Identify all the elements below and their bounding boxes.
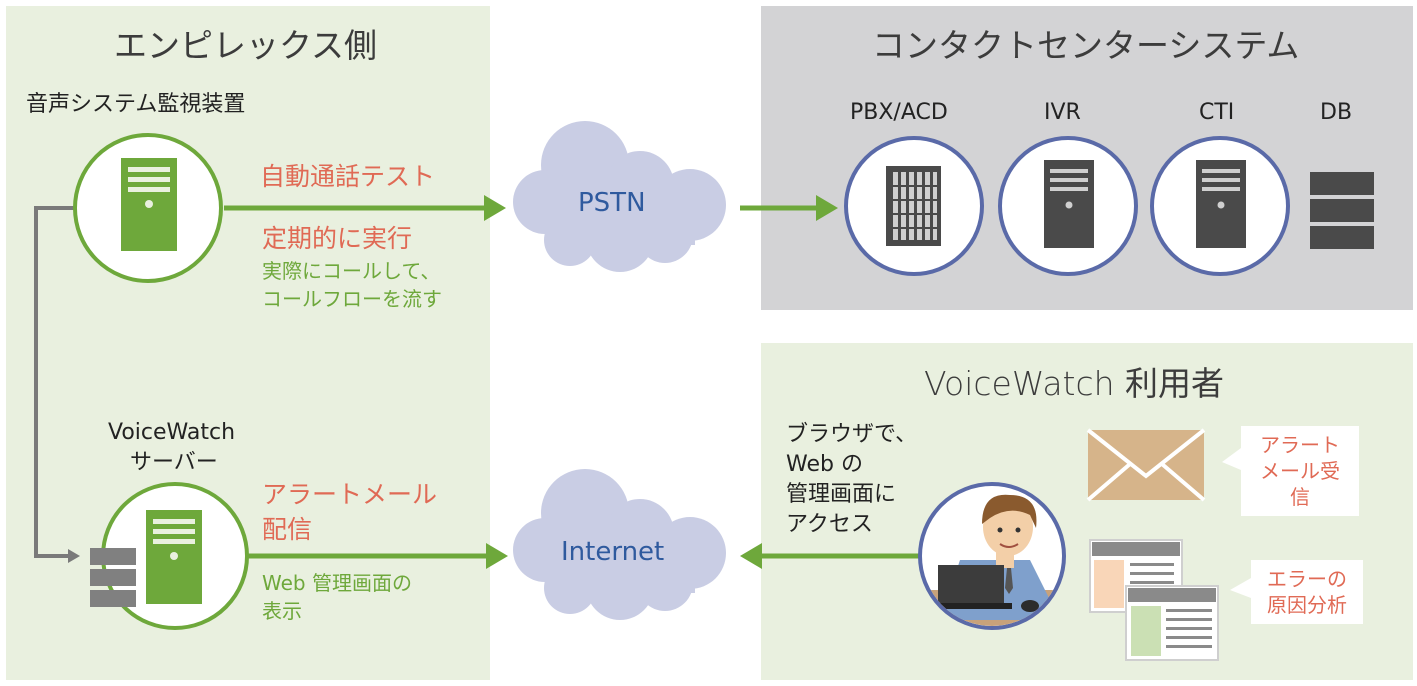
alert-receive-line1: アラート	[1260, 433, 1340, 457]
cti-server-icon	[1150, 136, 1290, 276]
error-analysis-line1: エラーの	[1267, 567, 1347, 591]
web-screen-icon	[1089, 539, 1219, 661]
call-desc-line2: コールフローを流す	[262, 287, 442, 311]
alert-mail-line1: アラートメール	[262, 480, 438, 509]
user-panel-title: VoiceWatch 利用者	[924, 364, 1225, 403]
pstn-cloud-icon	[513, 121, 726, 272]
web-display-line2: 表示	[262, 599, 302, 623]
envelope-icon	[1086, 428, 1206, 502]
auto-call-test-label: 自動通話テスト	[260, 162, 436, 191]
browser-line4: アクセス	[786, 512, 873, 537]
contact-item-db: DB	[1320, 100, 1353, 125]
call-desc-line1: 実際にコールして、	[262, 259, 441, 283]
error-analysis-line2: 原因分析	[1267, 593, 1347, 617]
callout-tail-alert	[1222, 448, 1241, 470]
pstn-label: PSTN	[578, 188, 646, 218]
alert-receive-callout: アラート メール受信	[1241, 426, 1359, 516]
left-panel-title: エンピレックス側	[114, 26, 378, 65]
monitor-to-server-connector	[34, 206, 82, 563]
voicewatch-server-icon	[101, 482, 249, 630]
callout-tail-error	[1230, 578, 1251, 598]
server-label-line1: VoiceWatch	[108, 420, 236, 445]
browser-line1: ブラウザで、	[786, 422, 918, 447]
web-display-line1: Web 管理画面の	[262, 571, 412, 595]
arrow-user-to-internet	[740, 543, 920, 569]
alert-mail-line2: 配信	[262, 515, 313, 544]
arrow-to-contact-center	[740, 195, 838, 221]
ivr-server-icon	[998, 136, 1138, 276]
monitor-label: 音声システム監視装置	[26, 92, 246, 117]
monitor-device-icon	[73, 133, 223, 283]
pbx-acd-icon	[844, 136, 984, 276]
contact-item-pbx-acd: PBX/ACD	[850, 100, 948, 125]
periodic-exec-label: 定期的に実行	[262, 224, 413, 253]
browser-line2: Web の	[786, 452, 863, 477]
contact-item-ivr: IVR	[1044, 100, 1081, 125]
internet-cloud-icon	[513, 469, 726, 620]
server-label-line2: サーバー	[130, 450, 218, 475]
error-analysis-callout: エラーの 原因分析	[1251, 560, 1363, 624]
db-icon	[1310, 172, 1374, 249]
user-avatar-icon	[918, 482, 1066, 630]
voicewatch-db-icon	[90, 548, 136, 607]
contact-item-cti: CTI	[1199, 100, 1235, 125]
arrow-to-pstn	[224, 195, 506, 221]
arrow-to-internet	[248, 543, 508, 569]
contact-center-title: コンタクトセンターシステム	[872, 26, 1300, 65]
browser-line3: 管理画面に	[786, 482, 897, 507]
internet-label: Internet	[561, 537, 665, 567]
alert-receive-line2: メール受信	[1260, 459, 1340, 509]
